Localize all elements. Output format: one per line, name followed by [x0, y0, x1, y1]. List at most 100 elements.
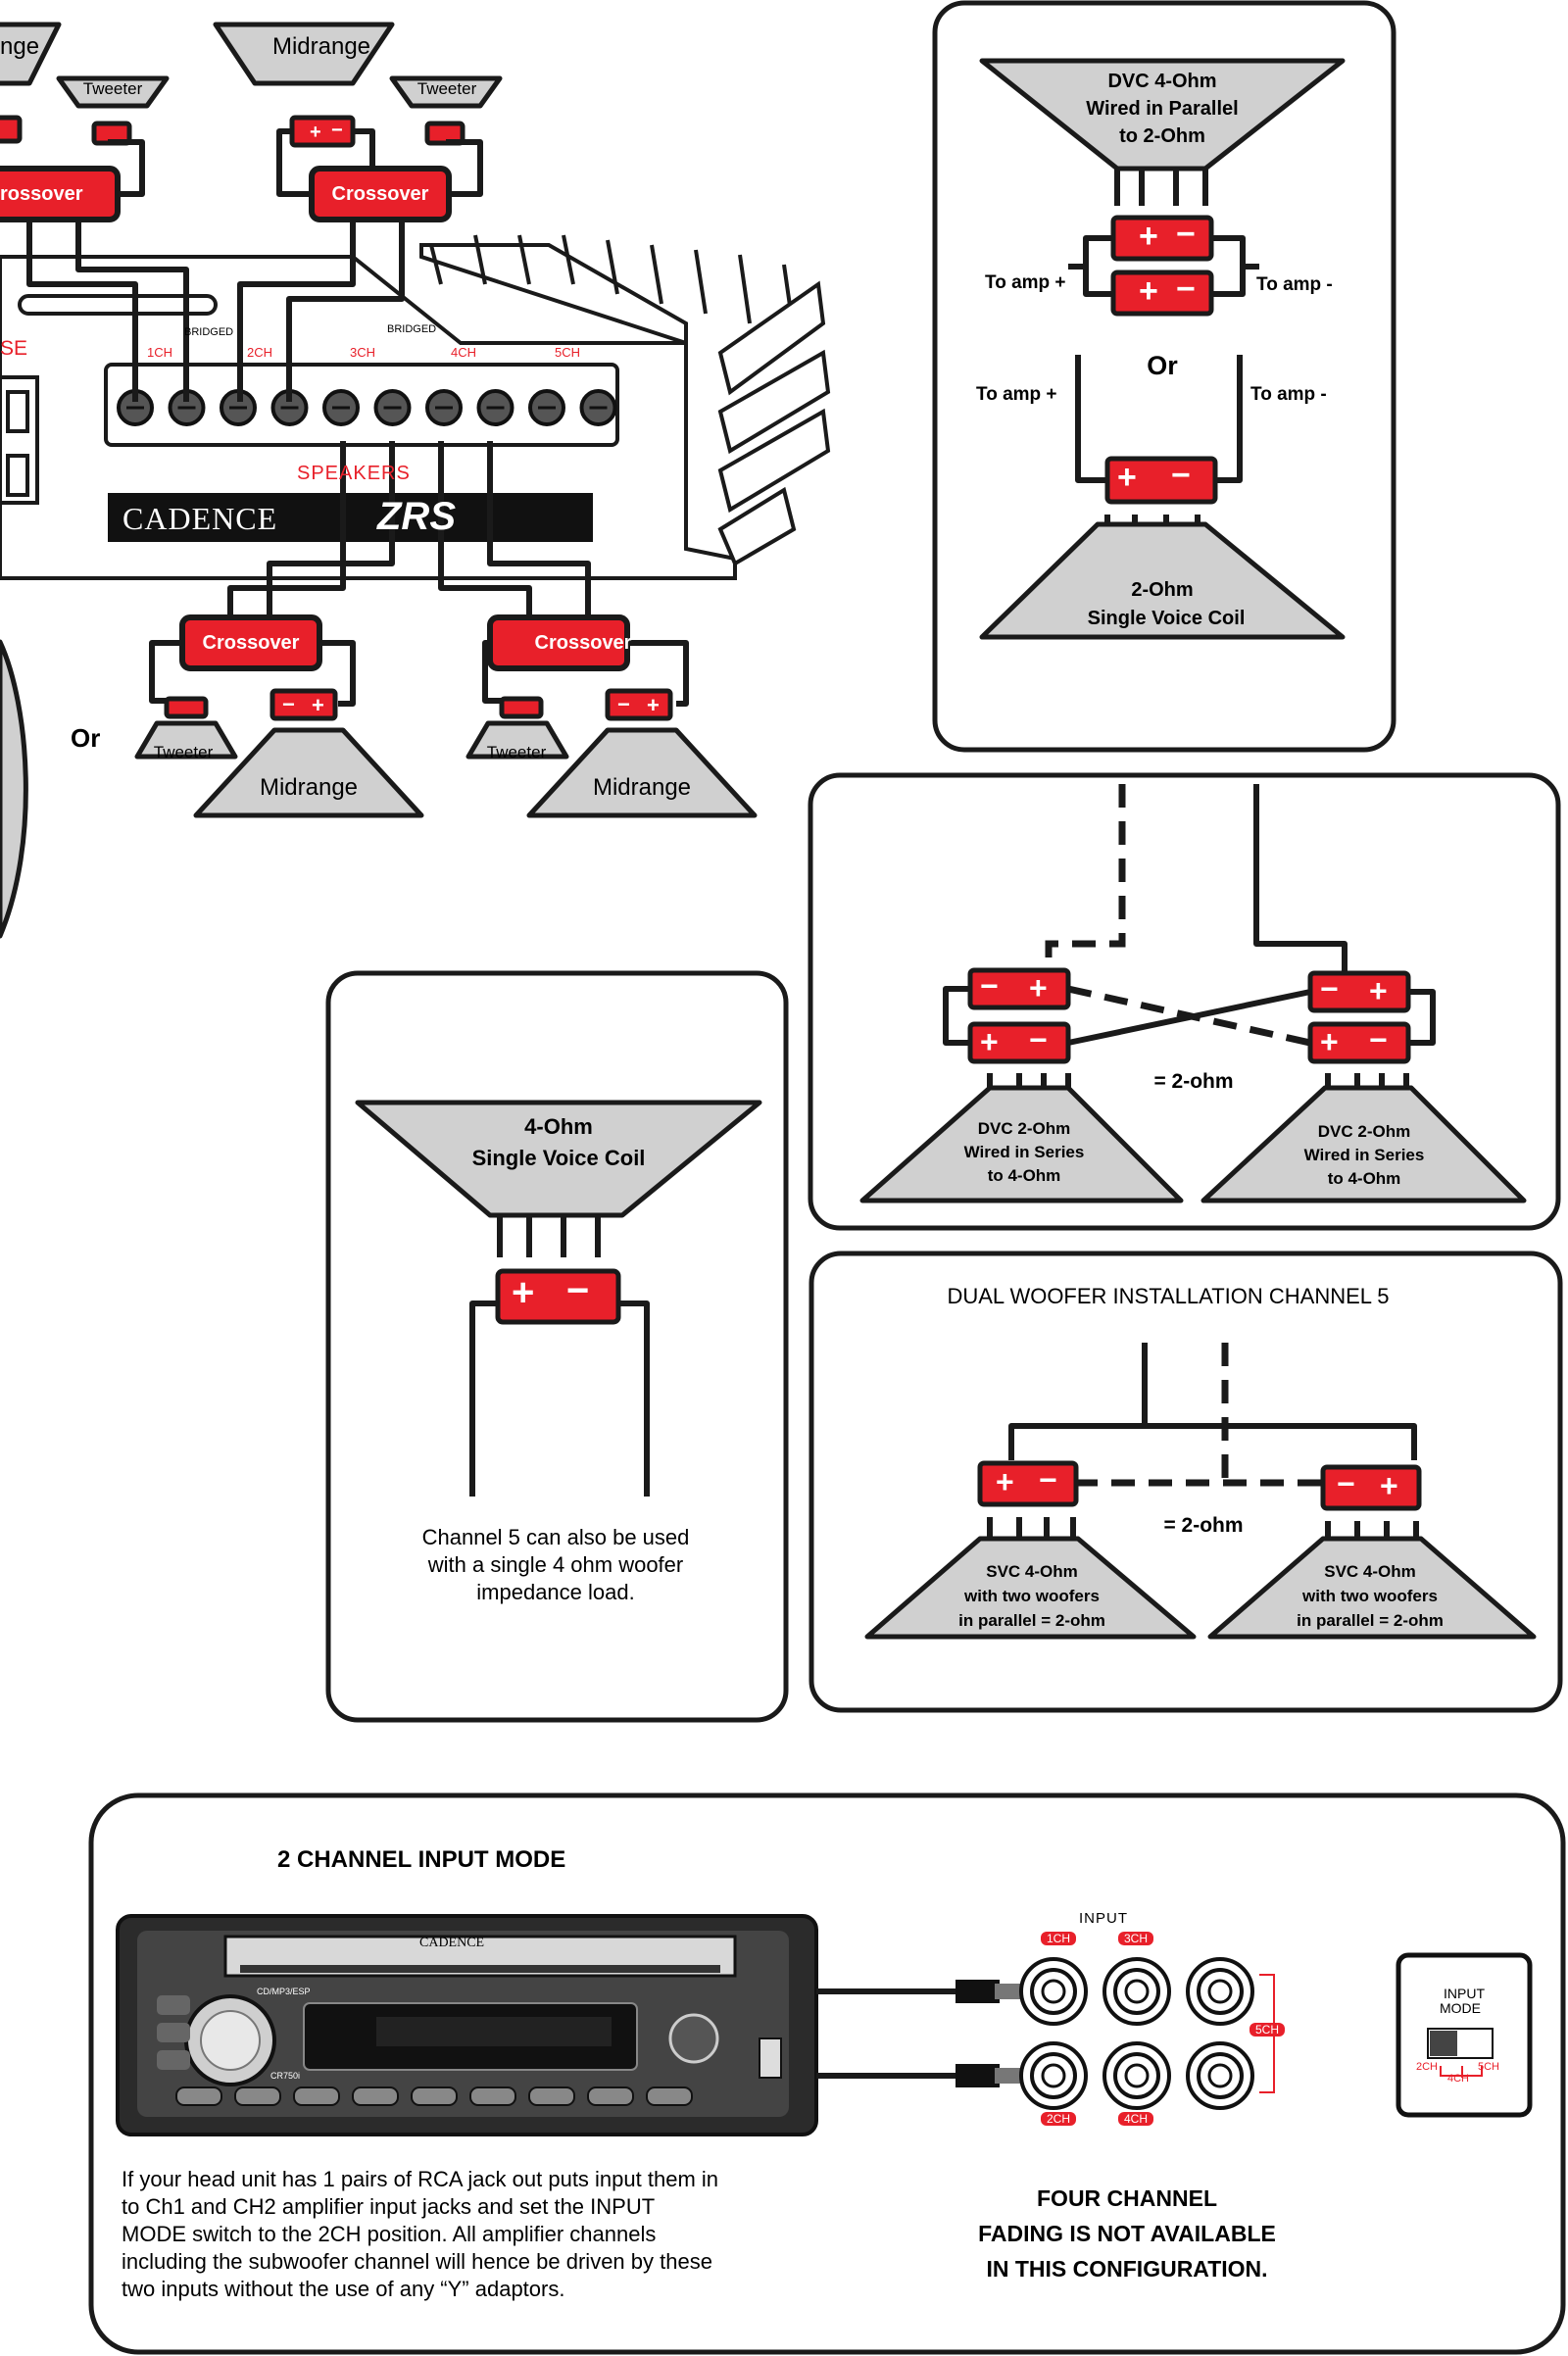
- dual-left-title-3: in parallel = 2-ohm: [958, 1611, 1105, 1630]
- top-wiring: [26, 128, 689, 707]
- input-label: INPUT: [1079, 1910, 1128, 1927]
- dual-right-title-1: SVC 4-Ohm: [1324, 1562, 1416, 1581]
- single-4ohm-plus: +: [512, 1271, 535, 1314]
- tweeter-label-right: Tweeter: [416, 79, 477, 98]
- series-right-top-plus: +: [1369, 973, 1388, 1008]
- switch-pos-5ch: 5CH: [1478, 2061, 1500, 2073]
- single-4ohm-minus: −: [566, 1269, 590, 1312]
- tweeter-speaker-br: [466, 720, 569, 760]
- tweeter-speaker-left: [56, 75, 170, 109]
- panel-single-4ohm: [325, 970, 789, 1723]
- warning-line-1: FOUR CHANNEL: [1037, 2185, 1217, 2211]
- single-4ohm-cone: [355, 1100, 762, 1218]
- channel-label-2: 2CH: [247, 345, 273, 360]
- br-midrange-plus: +: [647, 693, 660, 717]
- dual-left-title-1: SVC 4-Ohm: [986, 1562, 1078, 1581]
- svc-plus: +: [1117, 459, 1137, 496]
- head-unit-preset-button: [646, 2086, 693, 2106]
- svc-terminal: [1104, 456, 1218, 505]
- dual-right-cone: [1207, 1536, 1537, 1640]
- dvc-top-minus: −: [1176, 216, 1196, 253]
- input-ch-2: 2CH: [1041, 2112, 1077, 2126]
- or-label-left: Or: [71, 723, 101, 753]
- single-caption-2: with a single 4 ohm woofer: [427, 1552, 684, 1577]
- dual-right-title-3: in parallel = 2-ohm: [1297, 1611, 1444, 1630]
- head-unit-preset-button: [587, 2086, 634, 2106]
- dual-left-terminal: [977, 1460, 1079, 1507]
- input-mode-description: If your head unit has 1 pairs of RCA jac…: [122, 2167, 719, 2301]
- head-unit-brand: CADENCE: [419, 1936, 485, 1950]
- crossover-label-bottom-right: Crossover: [534, 632, 632, 654]
- series-right-title-2: Wired in Series: [1303, 1146, 1425, 1164]
- crossovers: [0, 166, 630, 671]
- rca-cables: [816, 1980, 1024, 2087]
- brand-bar: [108, 493, 593, 542]
- single-4ohm-terminal: [495, 1268, 621, 1325]
- rca-input-jacks: [1019, 1957, 1275, 2110]
- tweeter-label-br: Tweeter: [486, 743, 547, 761]
- channel-label-4: 4CH: [451, 345, 477, 360]
- warning-line-3: IN THIS CONFIGURATION.: [986, 2256, 1268, 2282]
- dvc-top-plus: +: [1139, 218, 1158, 255]
- dual-left-title-2: with two woofers: [964, 1587, 1100, 1605]
- series-left-cone: [859, 1085, 1184, 1203]
- input-ch-1: 1CH: [1041, 1932, 1077, 1945]
- series-left-title-2: Wired in Series: [963, 1143, 1085, 1161]
- svc-2ohm-title-2: Single Voice Coil: [1087, 608, 1246, 629]
- midrange-label-bl: Midrange: [259, 774, 359, 801]
- head-unit-preset-button: [528, 2086, 575, 2106]
- dual-right-minus: −: [1337, 1466, 1355, 1501]
- midrange-terminal: [289, 115, 356, 148]
- single-caption-3: impedance load.: [476, 1580, 635, 1604]
- svc-2ohm-title-1: 2-Ohm: [1131, 579, 1194, 601]
- series-equals-label: = 2-ohm: [1153, 1070, 1234, 1093]
- input-mode-switch-slider: [1430, 2031, 1457, 2056]
- dual-equals-label: = 2-ohm: [1163, 1514, 1244, 1537]
- svc-2ohm-cone: [979, 521, 1346, 640]
- crossover-label-bottom-left: Crossover: [202, 632, 300, 654]
- to-amp-minus-1: To amp -: [1256, 274, 1333, 295]
- dual-left-cone: [864, 1536, 1197, 1640]
- switch-title-1: INPUT: [1444, 1986, 1485, 2001]
- single-4ohm-title-1: 4-Ohm: [524, 1114, 593, 1139]
- midrange-terminal-bl: [270, 688, 338, 721]
- to-amp-minus-2: To amp -: [1250, 384, 1327, 405]
- series-left-top-plus: +: [1029, 970, 1048, 1006]
- bl-midrange-minus: −: [282, 692, 295, 716]
- fuse-slot: [18, 294, 218, 316]
- dvc-parallel-title-2: Wired in Parallel: [1086, 98, 1239, 120]
- series-left-title-3: to 4-Ohm: [987, 1166, 1061, 1185]
- midrange-speaker-bl: [193, 727, 424, 818]
- input-ch-4: 4CH: [1118, 2112, 1154, 2126]
- top-speakers: [0, 22, 503, 148]
- dvc-bottom-minus: −: [1176, 270, 1196, 308]
- head-unit-format: CD/MP3/ESP: [257, 1987, 311, 1996]
- series-left-top-minus: −: [980, 968, 999, 1004]
- panel-dvc-parallel: [932, 0, 1396, 753]
- midrange-speaker-partial: [0, 22, 62, 86]
- series-right-title-3: to 4-Ohm: [1327, 1169, 1401, 1188]
- br-midrange-minus: −: [617, 692, 630, 716]
- head-unit-preset-button: [411, 2086, 458, 2106]
- channel-label-5: 5CH: [555, 345, 581, 360]
- midrange-speaker: [213, 22, 395, 86]
- input-ch-5: 5CH: [1250, 2023, 1286, 2037]
- midrange-speaker-br: [526, 727, 758, 818]
- head-unit-preset-button: [352, 2086, 399, 2106]
- side-label-partial: SE: [0, 337, 28, 360]
- dvc-terminal-bottom: [1110, 270, 1214, 317]
- series-left-title-1: DVC 2-Ohm: [977, 1119, 1071, 1138]
- dual-left-minus: −: [1039, 1462, 1057, 1497]
- series-right-top-minus: −: [1320, 971, 1339, 1006]
- woofer-partial-left: [0, 639, 28, 939]
- bridged-label-right: BRIDGED: [387, 323, 437, 335]
- bottom-speakers: [0, 639, 758, 939]
- series-right-title-1: DVC 2-Ohm: [1317, 1122, 1411, 1141]
- bridged-label-left: BRIDGED: [184, 326, 234, 338]
- head-unit-preset-button: [293, 2086, 340, 2106]
- head-unit-preset-button: [469, 2086, 516, 2106]
- brand-logo-cadence: CADENCE: [122, 501, 278, 536]
- switch-title-2: MODE: [1440, 2000, 1481, 2016]
- midrange-terminal-minus: −: [331, 120, 343, 141]
